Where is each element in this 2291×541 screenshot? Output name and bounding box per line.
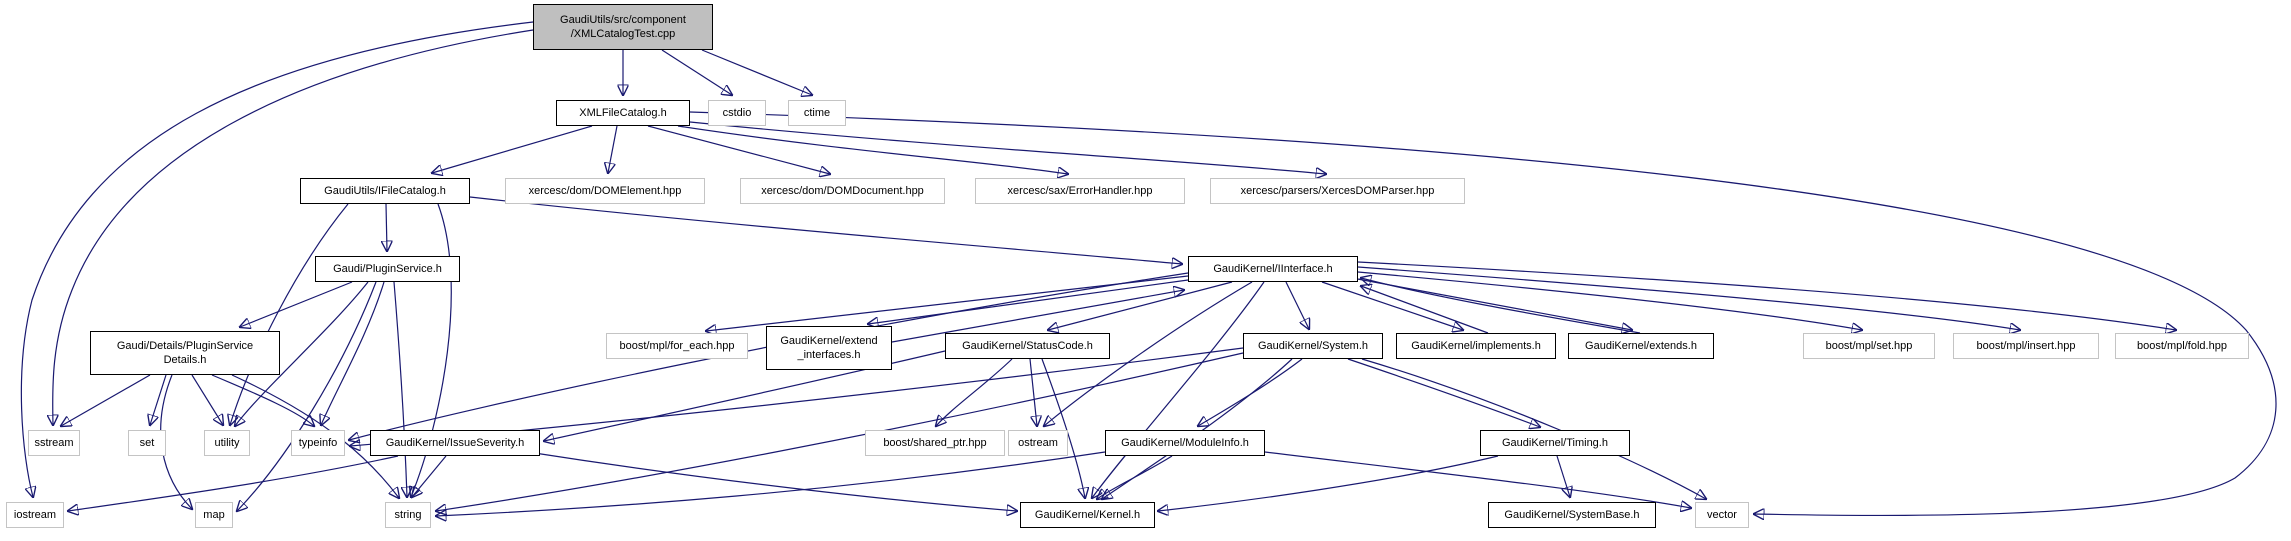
- edge-psd-typeinfo: [211, 374, 314, 426]
- node-xmlcatalogtest-cpp: GaudiUtils/src/component /XMLCatalogTest…: [533, 4, 713, 50]
- edge-ifc-iint: [469, 196, 1182, 264]
- edge-psd-sstream: [61, 374, 151, 426]
- node-xercesdomparser-hpp: xercesc/parsers/XercesDOMParser.hpp: [1210, 178, 1465, 204]
- edge-issue-iostream: [68, 455, 399, 511]
- edge-status-ostream: [1029, 358, 1037, 426]
- edge-system-kernel: [1102, 358, 1293, 499]
- node-errorhandler-hpp: xercesc/sax/ErrorHandler.hpp: [975, 178, 1185, 204]
- edge-issue-kernel: [527, 451, 1017, 511]
- node-cstdio: cstdio: [708, 100, 766, 126]
- edge-timing-sysbase: [1556, 455, 1570, 497]
- edge-modinfo-string: [436, 451, 1106, 516]
- node-kernel-h[interactable]: GaudiKernel/Kernel.h: [1020, 502, 1155, 528]
- edge-system-vector: [1361, 358, 1706, 499]
- edge-modinfo-kernel: [1097, 455, 1173, 499]
- edge-psd-utility: [191, 374, 223, 425]
- node-boost-mpl-fold-hpp: boost/mpl/fold.hpp: [2115, 333, 2249, 359]
- edge-xmlfc-domd: [647, 125, 830, 174]
- edge-system-timing: [1347, 358, 1540, 427]
- edge-cpp-iostream: [20, 21, 534, 497]
- edge-status-kernel: [1041, 358, 1085, 498]
- edge-iint-mplins: [1357, 266, 2020, 330]
- node-extend-interfaces-h[interactable]: GaudiKernel/extend _interfaces.h: [766, 326, 892, 370]
- edge-cpp-ctime: [701, 49, 812, 95]
- edge-iint-system: [1285, 281, 1309, 329]
- edge-iint-foreach: [706, 275, 1189, 331]
- node-boost-mpl-set-hpp: boost/mpl/set.hpp: [1803, 333, 1935, 359]
- node-utility: utility: [204, 430, 250, 456]
- node-ifilecatalog-h[interactable]: GaudiUtils/IFileCatalog.h: [300, 178, 470, 204]
- edge-modinfo-vector: [1264, 451, 1691, 508]
- edge-system-modinfo: [1198, 358, 1303, 426]
- node-implements-h[interactable]: GaudiKernel/implements.h: [1396, 333, 1556, 359]
- node-typeinfo: typeinfo: [291, 430, 345, 456]
- edge-ps-string: [393, 281, 407, 497]
- edge-cpp-cstdio: [661, 49, 732, 95]
- node-iostream: iostream: [6, 502, 64, 528]
- edge-timing-kernel: [1158, 455, 1499, 511]
- edge-iint-mplset: [1357, 271, 1862, 330]
- edge-ps-psd: [240, 281, 353, 327]
- node-boost-shared-ptr-hpp: boost/shared_ptr.hpp: [865, 430, 1005, 456]
- edge-ifc-string: [411, 203, 452, 497]
- node-timing-h[interactable]: GaudiKernel/Timing.h: [1480, 430, 1630, 456]
- node-systembase-h[interactable]: GaudiKernel/SystemBase.h: [1488, 502, 1656, 528]
- edge-iint-status: [1048, 281, 1233, 330]
- node-domdocument-hpp: xercesc/dom/DOMDocument.hpp: [740, 178, 945, 204]
- node-pluginservice-h[interactable]: Gaudi/PluginService.h: [315, 256, 460, 282]
- node-set: set: [128, 430, 166, 456]
- edge-impl-iint: [1361, 286, 1489, 334]
- node-ostream: ostream: [1008, 430, 1068, 456]
- node-domelement-hpp: xercesc/dom/DOMElement.hpp: [505, 178, 705, 204]
- node-sstream: sstream: [28, 430, 80, 456]
- edge-psd-set: [150, 374, 167, 425]
- edge-ext-iint: [1361, 278, 1641, 334]
- edge-iint-kernel: [1092, 281, 1265, 498]
- edge-xmlfc-vector: [689, 111, 2277, 515]
- node-pluginservicedetails-h[interactable]: Gaudi/Details/PluginService Details.h: [90, 331, 280, 375]
- edge-extint-iint: [891, 290, 1184, 343]
- node-string: string: [385, 502, 431, 528]
- edge-xmlfc-xdp: [689, 121, 1326, 174]
- edge-xmlfc-errh: [677, 125, 1068, 174]
- node-xmlfilecatalog-h[interactable]: XMLFileCatalog.h: [556, 100, 690, 126]
- edge-xmlfc-ifc: [432, 125, 593, 173]
- edge-ps-utility: [235, 281, 369, 426]
- node-extends-h[interactable]: GaudiKernel/extends.h: [1568, 333, 1714, 359]
- node-boost-mpl-insert-hpp: boost/mpl/insert.hpp: [1953, 333, 2099, 359]
- node-map: map: [195, 502, 233, 528]
- node-ctime: ctime: [788, 100, 846, 126]
- edge-status-sharedptr: [936, 358, 1013, 426]
- edge-iint-typeinfo: [349, 272, 1189, 440]
- node-statuscode-h[interactable]: GaudiKernel/StatusCode.h: [945, 333, 1110, 359]
- edge-ifc-utility: [230, 203, 349, 425]
- edge-iint-extint: [868, 279, 1189, 324]
- node-system-h[interactable]: GaudiKernel/System.h: [1243, 333, 1383, 359]
- node-moduleinfo-h[interactable]: GaudiKernel/ModuleInfo.h: [1105, 430, 1265, 456]
- edge-cpp-sstream: [53, 29, 534, 425]
- edge-xmlfc-dome: [608, 125, 618, 173]
- node-vector: vector: [1695, 502, 1749, 528]
- edge-issue-string: [412, 455, 447, 497]
- edge-iint-impl: [1321, 281, 1463, 330]
- edge-ps-typeinfo: [321, 281, 385, 425]
- edge-system-string: [436, 352, 1244, 511]
- node-iinterface-h[interactable]: GaudiKernel/IInterface.h: [1188, 256, 1358, 282]
- edge-iint-mplfold: [1357, 261, 2176, 330]
- edge-ps-map: [237, 281, 377, 511]
- node-boost-mpl-for-each-hpp: boost/mpl/for_each.hpp: [606, 333, 748, 359]
- node-issueseverity-h[interactable]: GaudiKernel/IssueSeverity.h: [370, 430, 540, 456]
- edge-ifc-ps: [386, 203, 387, 251]
